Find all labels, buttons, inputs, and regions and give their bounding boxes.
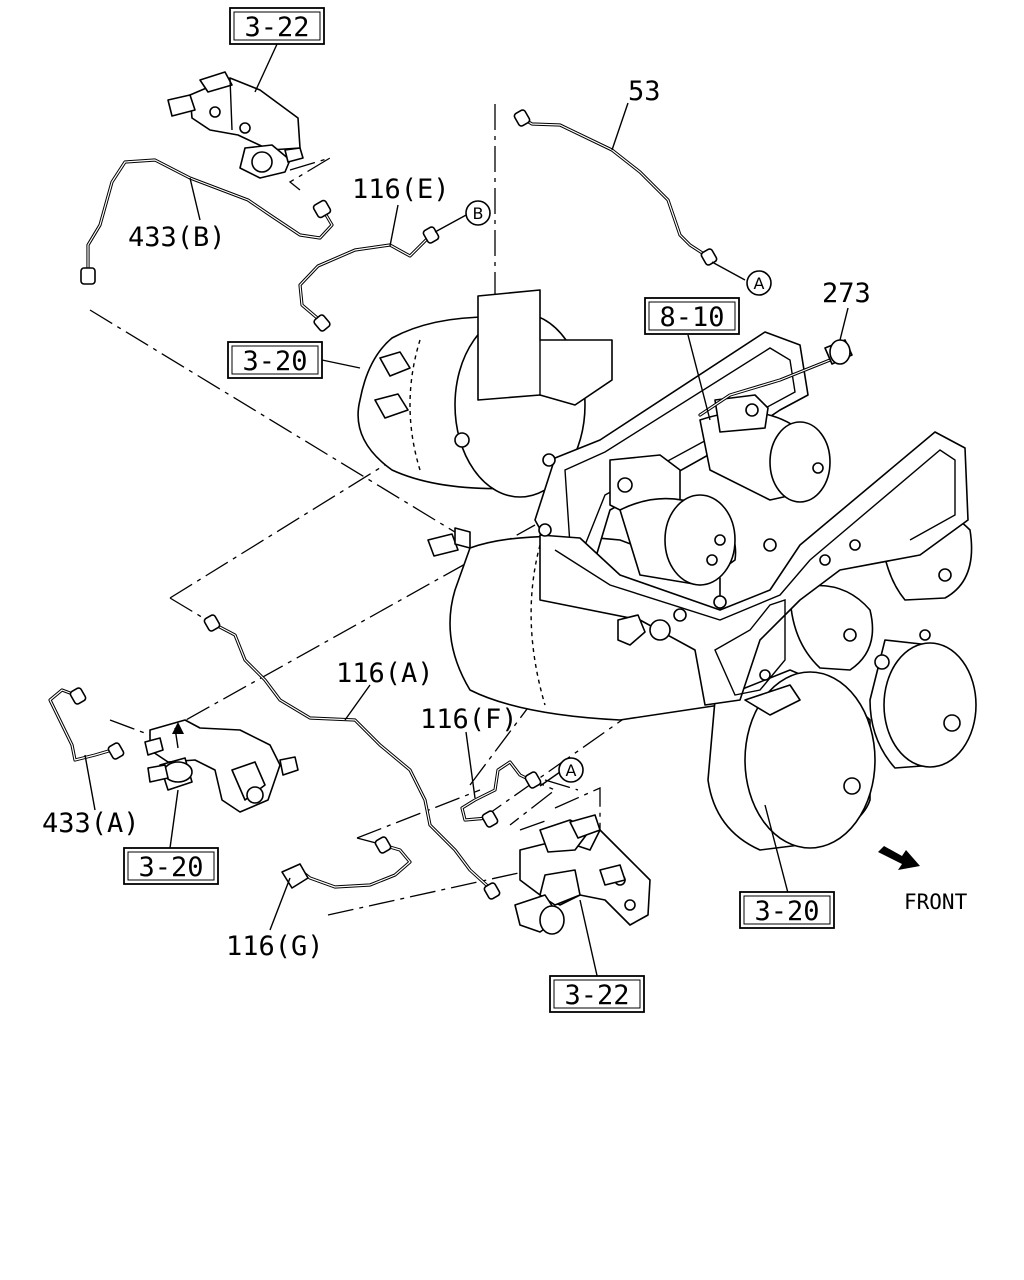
front-direction-indicator: FRONT xyxy=(878,846,968,914)
marker-b-top: B xyxy=(465,200,491,226)
ref-box-3-20-left[interactable]: 3-20 xyxy=(227,341,323,379)
svg-text:B: B xyxy=(473,204,484,223)
ref-label: 3-20 xyxy=(138,852,203,883)
ref-box-3-20-bottom-left[interactable]: 3-20 xyxy=(123,847,219,885)
pipe-273 xyxy=(698,339,853,417)
air-tank-left-upper xyxy=(357,289,613,498)
front-label: FRONT xyxy=(904,890,968,914)
valve-assembly-left xyxy=(144,719,299,813)
pipe-116g xyxy=(281,836,412,889)
ref-label: 8-10 xyxy=(659,302,724,333)
air-tank-lower-left xyxy=(449,535,721,721)
ref-label: 3-22 xyxy=(564,980,629,1011)
part-label-116f: 116(F) xyxy=(420,704,518,735)
part-label-116e: 116(E) xyxy=(352,174,450,205)
ref-box-3-20-bottom-right[interactable]: 3-20 xyxy=(739,891,835,929)
marker-a-top: A xyxy=(746,270,772,296)
valve-assembly-top xyxy=(167,71,304,179)
leader-lines xyxy=(84,41,849,981)
svg-text:A: A xyxy=(754,274,765,293)
ref-box-3-22-top[interactable]: 3-22 xyxy=(229,7,325,45)
pipe-53 xyxy=(513,109,718,266)
svg-text:A: A xyxy=(566,761,577,780)
ref-label: 3-22 xyxy=(244,12,309,43)
ref-box-3-22-bottom[interactable]: 3-22 xyxy=(549,975,645,1013)
ref-label: 3-20 xyxy=(754,896,819,927)
part-label-116g: 116(G) xyxy=(226,931,324,962)
pipe-116f xyxy=(460,760,542,828)
part-label-433a: 433(A) xyxy=(42,808,140,839)
tank-mounting-frame xyxy=(534,331,969,716)
valve-bank-center xyxy=(609,394,831,586)
tank-fittings xyxy=(427,527,671,646)
valve-assembly-bottom xyxy=(514,814,651,935)
part-label-433b: 433(B) xyxy=(128,222,226,253)
part-label-116a: 116(A) xyxy=(336,658,434,689)
front-arrow-icon xyxy=(878,846,920,870)
marker-a-bottom: A xyxy=(558,757,584,783)
ref-label: 3-20 xyxy=(242,346,307,377)
pipe-433a xyxy=(48,687,125,762)
pipe-116a xyxy=(203,614,501,900)
pipe-116e xyxy=(298,226,440,332)
part-label-53: 53 xyxy=(628,76,661,107)
part-label-273: 273 xyxy=(822,278,871,309)
ref-box-8-10[interactable]: 8-10 xyxy=(644,297,740,335)
